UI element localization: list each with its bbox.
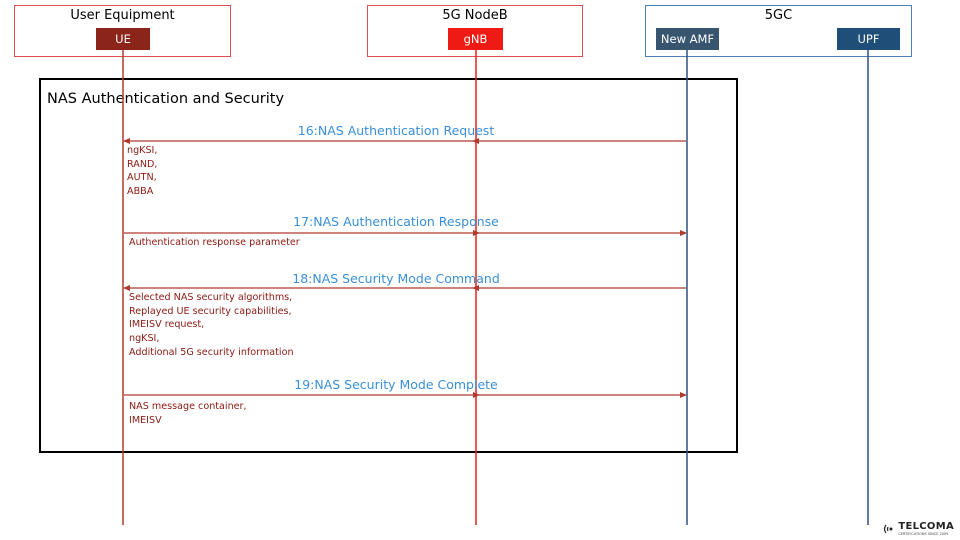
node-gnb: gNB (448, 28, 503, 50)
message-arrow-mid-18 (472, 285, 479, 291)
param-line: ngKSI, (129, 333, 160, 345)
params-18: Selected NAS security algorithms, Replay… (129, 291, 294, 360)
telcoma-logo: TELCOMA CERTIFICATIONS SINCE 2009 (883, 522, 954, 536)
param-line: RAND, (127, 158, 158, 170)
param-line: IMEISV (129, 414, 162, 426)
message-label-19: 19:NAS Security Mode Complete (294, 377, 498, 392)
param-line: ABBA (127, 186, 154, 198)
params-16: ngKSI, RAND, AUTN, ABBA (127, 144, 157, 199)
params-17: Authentication response parameter (129, 236, 300, 250)
node-new-amf: New AMF (656, 28, 719, 50)
message-label-18: 18:NAS Security Mode Command (292, 271, 500, 286)
message-label-16: 16:NAS Authentication Request (297, 123, 495, 138)
param-line: Replayed UE security capabilities, (129, 305, 292, 317)
param-line: IMEISV request, (129, 319, 205, 331)
param-line: NAS message container, (129, 401, 247, 412)
node-ue-label: UE (115, 32, 131, 46)
logo-tagline: CERTIFICATIONS SINCE 2009 (898, 532, 949, 536)
frame-title: NAS Authentication and Security (47, 91, 285, 107)
param-line: ngKSI, (127, 145, 158, 156)
group-title-user-equipment: User Equipment (70, 8, 175, 23)
param-line: Additional 5G security information (129, 346, 294, 358)
message-arrow-mid-17 (473, 230, 480, 236)
group-title-5g-nodeb: 5G NodeB (442, 8, 508, 23)
nas-auth-frame (39, 78, 738, 453)
group-title-5gc: 5GC (764, 8, 793, 23)
message-arrow-mid-16 (472, 138, 479, 144)
node-upf: UPF (837, 28, 900, 50)
node-ue: UE (96, 28, 150, 50)
param-line: Selected NAS security algorithms, (129, 292, 293, 303)
node-gnb-label: gNB (463, 32, 488, 46)
params-19: NAS message container, IMEISV (129, 400, 247, 427)
param-line: Authentication response parameter (129, 237, 300, 248)
message-arrow-mid-19 (473, 392, 480, 398)
signal-waves-icon (884, 524, 893, 534)
message-label-17: 17:NAS Authentication Response (293, 214, 499, 229)
node-upf-label: UPF (857, 32, 880, 46)
param-line: AUTN, (127, 172, 157, 184)
logo-name: TELCOMA (898, 521, 954, 532)
node-amf-label: New AMF (660, 32, 715, 46)
